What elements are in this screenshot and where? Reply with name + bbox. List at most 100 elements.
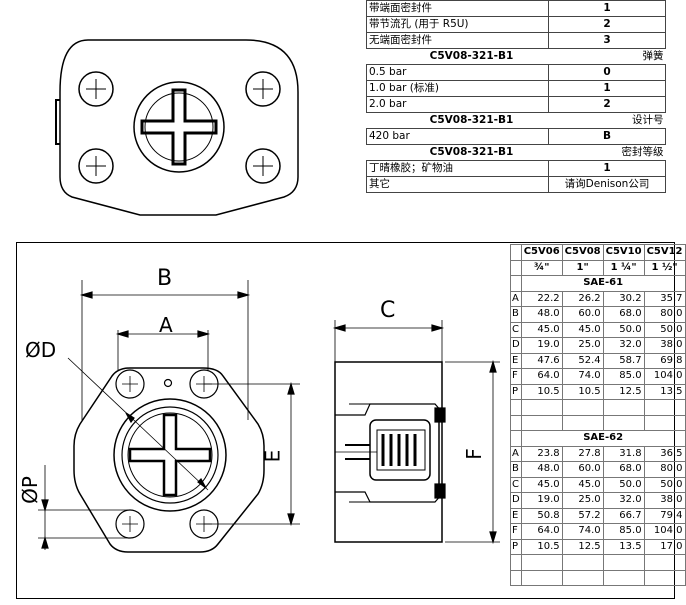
dim-cell: 38.0 (643, 492, 686, 509)
option-code: 2 (548, 96, 666, 113)
option-group-title: 密封等级 (548, 144, 666, 161)
dim-cell: 74.0 (561, 523, 604, 540)
dim-label-e: E (260, 449, 285, 463)
dim-label-b: B (157, 266, 173, 291)
option-code: B (548, 128, 666, 145)
dim-cell: 45.0 (520, 321, 563, 338)
dim-cell: 48.0 (520, 306, 563, 323)
dim-cell: 57.2 (561, 507, 604, 524)
option-label: 带节流孔 (用于 R5U) (366, 16, 549, 33)
dim-cell: 45.0 (520, 476, 563, 493)
dim-table-corner (510, 554, 522, 571)
option-label: 2.0 bar (366, 96, 549, 113)
dim-cell: 68.0 (602, 306, 645, 323)
dim-row-key: E (510, 507, 522, 524)
option-row: 带节流孔 (用于 R5U)2 (366, 16, 666, 33)
dim-section-title: SAE-61 (520, 275, 686, 292)
dim-cell: 50.0 (643, 321, 686, 338)
option-group-model: C5V08-321-B1 (366, 48, 549, 65)
option-group-model: C5V08-321-B1 (366, 112, 549, 129)
dim-table-size: ¾" (520, 259, 563, 276)
dim-cell: 13.5 (602, 538, 645, 555)
dim-cell: 104.0 (643, 523, 686, 540)
dim-table-corner (510, 244, 522, 261)
dim-cell: 13.5 (643, 383, 686, 400)
dim-cell: 23.8 (520, 445, 563, 462)
dim-row-key: D (510, 337, 522, 354)
dim-table-size: 1" (561, 259, 604, 276)
option-label: 带端面密封件 (366, 0, 549, 17)
dim-cell: 79.4 (643, 507, 686, 524)
dim-table-corner (510, 399, 522, 416)
dim-table-spacer-row (510, 414, 686, 431)
dim-table-size: 1 ¼" (602, 259, 645, 276)
option-group-model: C5V08-321-B1 (366, 144, 549, 161)
dim-cell: 35.7 (643, 290, 686, 307)
dim-cell-empty (520, 554, 563, 571)
dim-row-key: P (510, 538, 522, 555)
dim-cell: 12.5 (602, 383, 645, 400)
dim-cell: 45.0 (561, 476, 604, 493)
dim-cell: 17.0 (643, 538, 686, 555)
dim-row-key: B (510, 461, 522, 478)
dim-cell: 47.6 (520, 352, 563, 369)
dim-row-key: D (510, 492, 522, 509)
dim-cell: 85.0 (602, 368, 645, 385)
dim-cell: 10.5 (561, 383, 604, 400)
dim-row-key: A (510, 290, 522, 307)
dim-table-spacer-row (510, 569, 686, 586)
dim-cell-empty (602, 554, 645, 571)
dim-table-model: C5V06 (520, 244, 563, 261)
dim-cell: 66.7 (602, 507, 645, 524)
dim-cell: 52.4 (561, 352, 604, 369)
option-label: 无端面密封件 (366, 32, 549, 49)
dim-cell: 38.0 (643, 337, 686, 354)
dim-cell-empty (561, 414, 604, 431)
dim-cell: 22.2 (520, 290, 563, 307)
dim-cell-empty (520, 414, 563, 431)
dim-cell: 45.0 (561, 321, 604, 338)
dim-cell-empty (643, 399, 686, 416)
option-group-title: 弹簧 (548, 48, 666, 65)
dim-cell: 25.0 (561, 337, 604, 354)
dim-cell-empty (561, 554, 604, 571)
dim-cell-empty (643, 554, 686, 571)
dim-table-corner (510, 569, 522, 586)
option-code: 请询Denison公司 (548, 176, 666, 193)
dim-cell: 10.5 (520, 538, 563, 555)
option-row: 其它请询Denison公司 (366, 176, 666, 193)
dim-cell: 69.8 (643, 352, 686, 369)
dim-cell: 80.0 (643, 461, 686, 478)
dim-cell: 32.0 (602, 337, 645, 354)
dim-cell: 25.0 (561, 492, 604, 509)
option-label: 丁晴橡胶；矿物油 (366, 160, 549, 177)
dim-cell: 104.0 (643, 368, 686, 385)
dim-cell: 85.0 (602, 523, 645, 540)
dim-table-size-row: ¾"1"1 ¼"1 ½" (510, 259, 686, 276)
option-group-title: 设计号 (548, 112, 666, 129)
dim-section-header: SAE-61 (510, 275, 686, 292)
option-label: 0.5 bar (366, 64, 549, 81)
dim-row-key: F (510, 523, 522, 540)
dim-cell: 31.8 (602, 445, 645, 462)
option-code: 1 (548, 80, 666, 97)
dim-cell: 32.0 (602, 492, 645, 509)
option-code: 1 (548, 0, 666, 17)
option-code: 2 (548, 16, 666, 33)
dim-cell: 48.0 (520, 461, 563, 478)
dim-cell: 68.0 (602, 461, 645, 478)
option-label: 1.0 bar (标准) (366, 80, 549, 97)
